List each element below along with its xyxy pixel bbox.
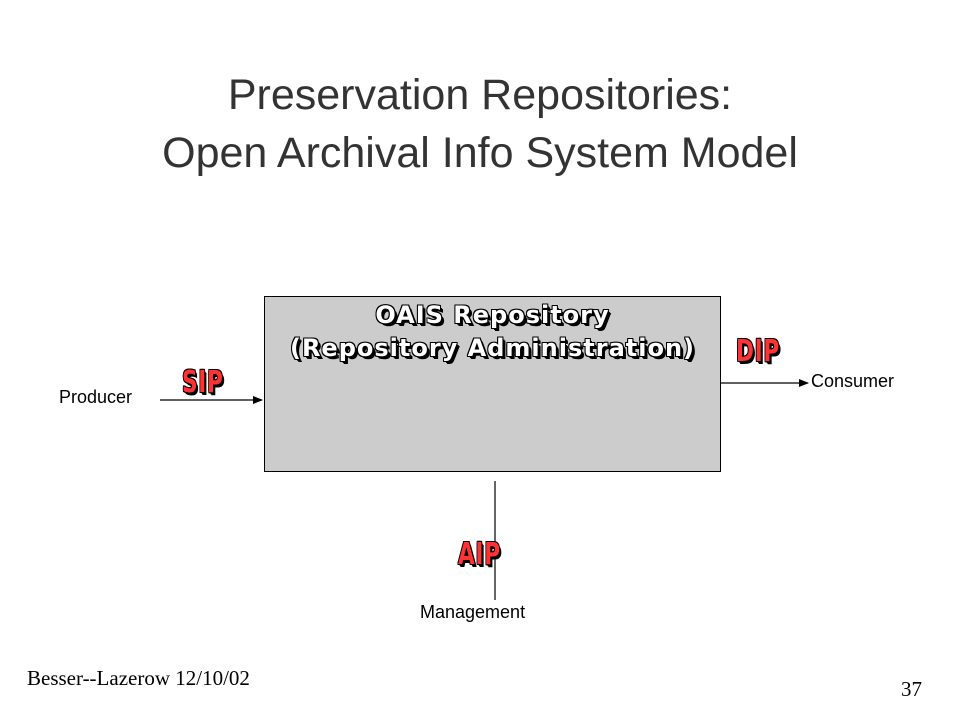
- repository-label-line-1: OAIS Repository: [375, 301, 610, 329]
- aip-flow-label: AIP: [458, 537, 501, 572]
- dip-flow-label: DIP: [736, 334, 780, 369]
- slide-title: Preservation Repositories: Open Archival…: [0, 66, 960, 182]
- title-line-2: Open Archival Info System Model: [162, 129, 798, 177]
- management-label: Management: [420, 602, 526, 622]
- title-line-1: Preservation Repositories:: [227, 71, 733, 119]
- repository-label: OAIS Repository (Repository Administrati…: [265, 299, 720, 365]
- sip-flow-label: SIP: [182, 365, 224, 400]
- page-number: 37: [901, 677, 922, 701]
- footer-author-date: Besser--Lazerow 12/10/02: [27, 666, 250, 690]
- repository-label-line-2: (Repository Administration): [289, 334, 696, 362]
- producer-label: Producer: [59, 387, 133, 407]
- consumer-label: Consumer: [811, 371, 895, 391]
- oais-repository-box: OAIS Repository (Repository Administrati…: [264, 296, 721, 472]
